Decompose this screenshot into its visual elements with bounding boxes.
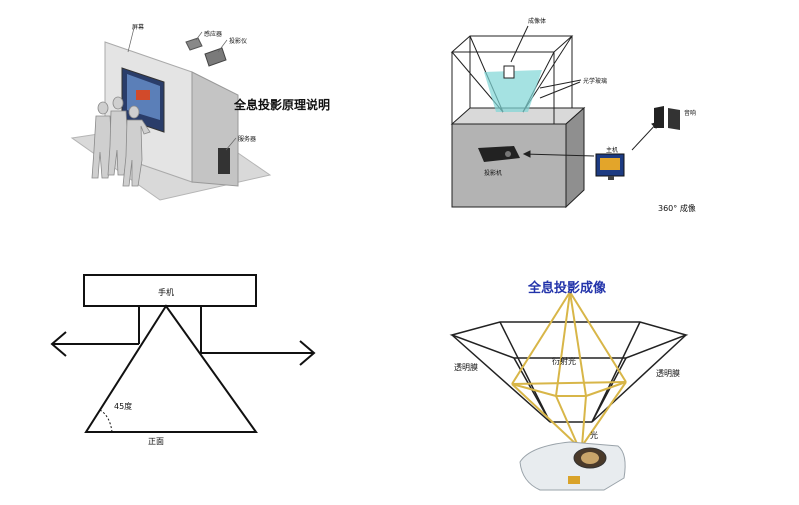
people-figures (91, 96, 151, 187)
label-screen: 屏幕 (132, 24, 145, 31)
panel-hologram-imaging: 全息投影成像 衍射光 透明膜 透明膜 光 (400, 250, 799, 505)
label-phone: 手机 (158, 288, 174, 297)
label-speaker: 音响 (684, 110, 697, 117)
arrow-left-head (50, 331, 67, 357)
label-film-right: 透明膜 (656, 369, 680, 378)
pyramid-cabinet-diagram (450, 25, 680, 209)
label-host: 主机 (606, 147, 619, 154)
speaker-left (654, 106, 664, 128)
cabinet-front (451, 123, 567, 208)
light-rays (511, 291, 627, 447)
server-tower (218, 148, 230, 174)
label-projector-tr: 投影机 (484, 170, 503, 177)
pyramid-glow (484, 70, 542, 112)
angle-arc (99, 409, 113, 433)
label-film-left: 透明膜 (454, 363, 478, 372)
label-diffraction: 衍射光 (552, 357, 576, 366)
sensor-device (185, 37, 203, 51)
pyramid-frame (449, 321, 689, 423)
phone-prism-diagram (50, 274, 316, 433)
panel-360-imaging: 成像体 光学玻璃 投影机 主机 音响 360° 成像 (400, 0, 799, 250)
arrow-right-head (299, 340, 316, 366)
speaker-right (668, 108, 680, 130)
phone-box (83, 274, 257, 307)
prism-triangle (84, 304, 258, 433)
label-front: 正面 (148, 437, 164, 446)
panel-phone-prism: 手机 45度 正面 (0, 250, 400, 505)
screen-detail (136, 90, 150, 100)
host-screen (600, 158, 620, 170)
label-image-body: 成像体 (528, 18, 547, 25)
projector-device-br (519, 441, 626, 491)
panel-title: 全息投影原理说明 (234, 98, 331, 112)
caption-360: 360° 成像 (658, 204, 696, 213)
label-45-degrees: 45度 (114, 402, 133, 411)
label-projector: 投影仪 (229, 38, 248, 45)
projector-device (204, 47, 227, 67)
projector-lens (505, 151, 511, 157)
panel-hologram-principle: 屏幕 感应器 投影仪 服务器 全息投影原理说明 (0, 0, 400, 250)
hologram-room-illustration (70, 27, 272, 201)
label-sensor: 感应器 (204, 31, 223, 38)
image-body (503, 65, 515, 79)
label-glass: 光学玻璃 (583, 78, 608, 85)
side-wall (191, 71, 239, 187)
leader-lines (127, 27, 237, 151)
panel-title-br: 全息投影成像 (528, 281, 607, 296)
label-server: 服务器 (238, 136, 257, 143)
label-light: 光 (590, 431, 598, 440)
projector-box (478, 146, 520, 162)
hologram-pyramid-diagram (449, 291, 689, 491)
cabinet-side (565, 106, 585, 209)
